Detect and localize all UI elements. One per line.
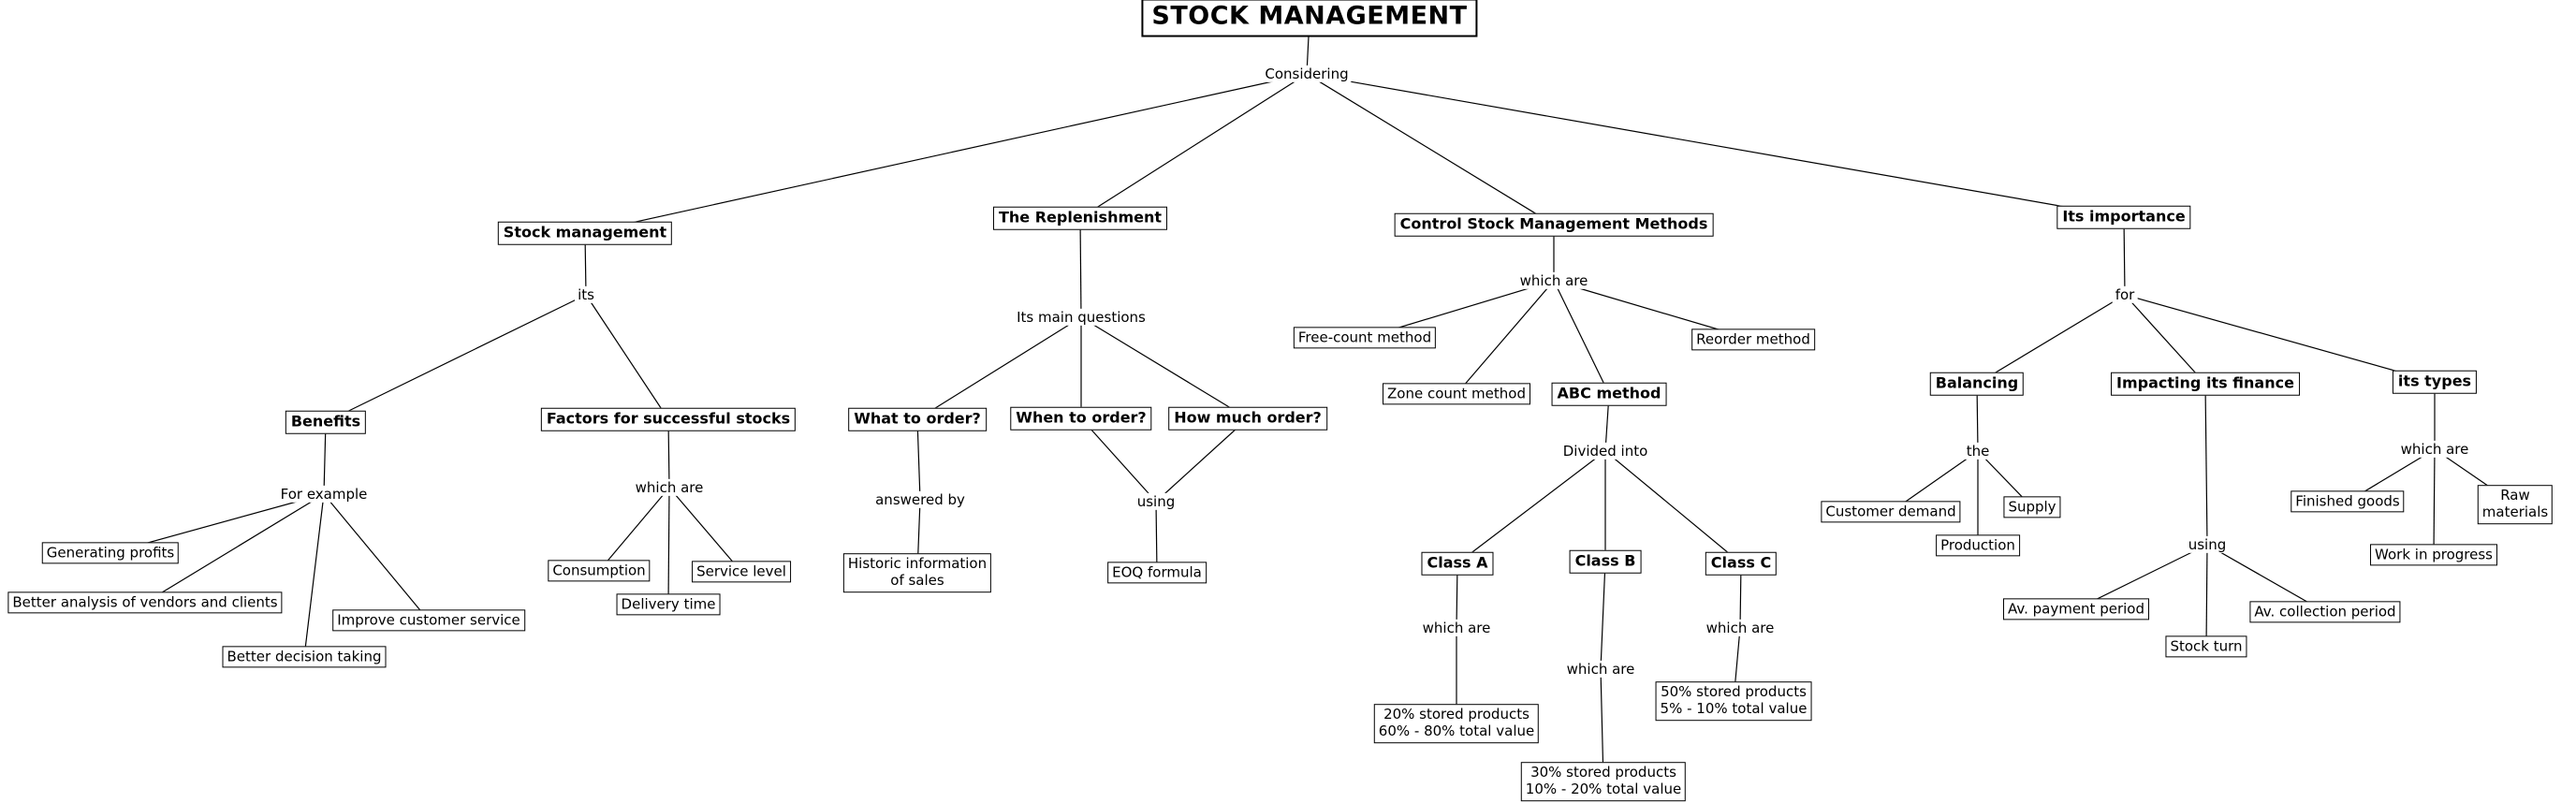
concept-node-class-c-box: 50% stored products 5% - 10% total value [1655, 681, 1812, 721]
linking-phrase-for-example: For example [277, 485, 371, 504]
connector-considering-to-its-importance [1306, 73, 2125, 218]
concept-node-delivery-time: Delivery time [616, 593, 721, 616]
linking-phrase-which-are-6: which are [2397, 440, 2472, 459]
concept-node-finished-goods: Finished goods [2291, 490, 2405, 513]
connector-impacting-finance-to-using-2 [2204, 383, 2208, 546]
connector-how-much-order-to-using-1 [1155, 417, 1249, 503]
concept-node-better-analysis: Better analysis of vendors and clients [7, 591, 283, 614]
concept-node-class-a-box: 20% stored products 60% - 80% total valu… [1373, 704, 1540, 743]
concept-node-historic-info: Historic information of sales [842, 553, 992, 592]
linking-phrase-its: its [575, 285, 597, 304]
concept-node-what-to-order: What to order? [848, 407, 987, 431]
concept-node-reorder-method: Reorder method [1691, 328, 1815, 351]
concept-node-replenishment: The Replenishment [992, 206, 1168, 230]
concept-node-consumption: Consumption [548, 560, 651, 582]
concept-node-how-much-order: How much order? [1168, 406, 1327, 431]
concept-node-when-to-order: When to order? [1010, 406, 1152, 431]
linking-phrase-using-1: using [1134, 492, 1178, 511]
linking-phrase-considering: Considering [1262, 65, 1352, 83]
connector-for-to-its-types [2124, 294, 2436, 383]
concept-node-benefits: Benefits [285, 410, 367, 434]
connector-divided-into-to-class-c [1604, 450, 1742, 564]
concept-node-raw-materials: Raw materials [2477, 485, 2554, 524]
concept-node-customer-demand: Customer demand [1821, 501, 1961, 523]
connector-its-to-benefits [325, 294, 587, 423]
concept-node-class-b: Class B [1569, 549, 1642, 574]
concept-node-abc-method: ABC method [1551, 382, 1667, 406]
concept-node-better-decision: Better decision taking [222, 646, 387, 668]
connector-which-are-6-to-work-in-progress [2433, 448, 2436, 556]
concept-node-factors: Factors for successful stocks [540, 407, 797, 431]
concept-node-av-payment: Av. payment period [2002, 598, 2150, 620]
concept-node-improve-customer: Improve customer service [332, 609, 525, 632]
connector-which-are-1-to-consumption [598, 487, 670, 572]
concept-node-class-c: Class C [1705, 551, 1778, 576]
linking-phrase-its-main-questions: Its main questions [1014, 308, 1149, 327]
connector-its-main-questions-to-what-to-order [916, 316, 1082, 420]
map-title: STOCK MANAGEMENT [1141, 0, 1478, 37]
concept-node-generating-profits: Generating profits [41, 542, 180, 564]
connector-considering-to-stock-management [584, 73, 1308, 234]
concept-node-control-methods: Control Stock Management Methods [1394, 212, 1714, 237]
connector-class-b-to-which-are-4 [1600, 561, 1606, 670]
connector-its-main-questions-to-how-much-order [1080, 316, 1249, 419]
concept-node-class-b-box: 30% stored products 10% - 20% total valu… [1520, 762, 1687, 801]
connector-which-are-1-to-delivery-time [667, 487, 670, 606]
connector-benefits-to-for-example [323, 421, 327, 495]
connector-considering-to-control-methods [1306, 73, 1555, 226]
concept-node-class-a: Class A [1421, 551, 1494, 576]
connector-for-to-impacting-finance [2124, 294, 2206, 385]
concept-node-its-importance: Its importance [2056, 205, 2191, 229]
connector-for-example-to-better-analysis [144, 493, 325, 604]
concept-node-production: Production [1936, 534, 2020, 557]
linking-phrase-which-are-1: which are [632, 478, 707, 497]
connector-replenishment-to-its-main-questions [1079, 217, 1082, 318]
connector-using-2-to-av-collection [2206, 544, 2326, 613]
connector-for-example-to-improve-customer [323, 493, 430, 621]
connector-which-are-2-to-abc-method [1553, 280, 1610, 395]
linking-phrase-which-are-4: which are [1563, 660, 1638, 679]
connector-for-to-balancing [1976, 294, 2126, 385]
concept-node-balancing: Balancing [1929, 372, 2025, 396]
concept-node-zone-count: Zone count method [1383, 383, 1530, 405]
concept-node-eoq-formula: EOQ formula [1107, 562, 1207, 584]
concept-node-service-level: Service level [692, 561, 791, 583]
linking-phrase-using-2: using [2185, 535, 2230, 554]
concept-node-its-types: its types [2392, 370, 2478, 394]
concept-node-free-count: Free-count method [1293, 327, 1437, 349]
connector-what-to-order-to-answered-by [916, 418, 921, 501]
connector-using-1-to-eoq-formula [1155, 501, 1158, 574]
linking-phrase-which-are-5: which are [1703, 619, 1778, 637]
connector-considering-to-replenishment [1079, 73, 1308, 219]
connector-which-are-1-to-service-level [668, 487, 742, 573]
connector-using-2-to-stock-turn [2205, 544, 2208, 648]
connector-its-importance-to-for [2123, 216, 2126, 296]
connector-when-to-order-to-using-1 [1080, 417, 1157, 503]
connector-for-example-to-better-decision [303, 493, 325, 658]
linking-phrase-the: the [1963, 442, 1993, 460]
connector-divided-into-to-class-a [1456, 450, 1606, 564]
connector-which-are-2-to-zone-count [1456, 280, 1555, 395]
concept-node-stock-management: Stock management [497, 221, 673, 245]
linking-phrase-answered-by: answered by [872, 490, 968, 509]
linking-phrase-which-are-2: which are [1516, 271, 1591, 290]
concept-node-impacting-finance: Impacting its finance [2111, 372, 2300, 396]
concept-node-supply: Supply [2003, 496, 2061, 518]
connector-its-to-factors [585, 294, 669, 420]
concept-node-av-collection: Av. collection period [2249, 601, 2401, 623]
linking-phrase-for: for [2112, 285, 2138, 304]
linking-phrase-which-are-3: which are [1419, 619, 1494, 637]
concept-node-stock-turn: Stock turn [2165, 635, 2247, 658]
concept-node-work-in-progress: Work in progress [2370, 544, 2497, 566]
linking-phrase-divided-into: Divided into [1559, 442, 1651, 460]
